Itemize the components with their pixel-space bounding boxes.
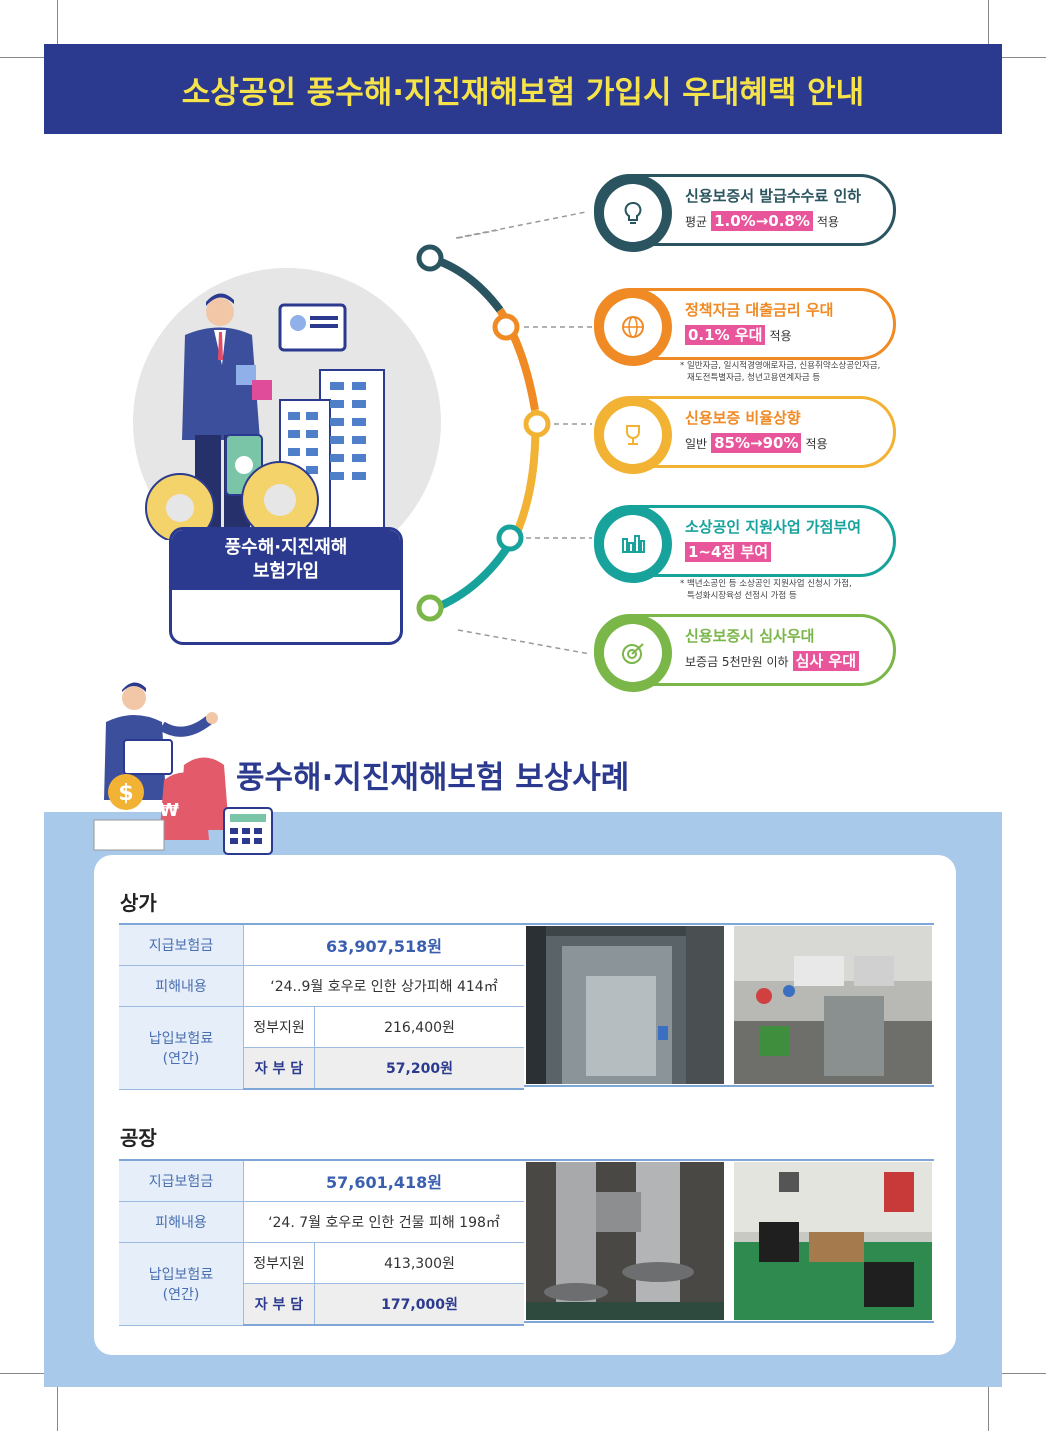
case-category: 공장 xyxy=(120,1126,157,1150)
label-line-2: 보험가입 xyxy=(252,561,320,582)
premium-label: 납입보험료(연간) xyxy=(119,1006,244,1090)
globe-icon xyxy=(622,316,644,338)
benefit-title: 신용보증시 심사우대 xyxy=(685,627,815,645)
benefit-title: 정책자금 대출금리 우대 xyxy=(685,301,834,319)
self-pay-amount: 57,200원 xyxy=(314,1047,524,1090)
target-icon xyxy=(622,643,644,664)
payout-amount: 63,907,518원 xyxy=(243,923,524,966)
benefit-prefix: 일반 xyxy=(685,436,708,451)
benefit-suffix: 적용 xyxy=(805,436,828,451)
section-title-cases: 풍수해·지진재해보험 보상사례 xyxy=(236,760,630,796)
benefit-note: * 백년소공인 등 소상공인 지원사업 신청시 가점, 특성화시장육성 선정시 … xyxy=(680,579,852,601)
benefit-highlight: 심사 우대 xyxy=(792,651,860,671)
header-banner: 소상공인 풍수해·지진재해보험 가입시 우대혜택 안내 xyxy=(44,44,1002,134)
gov-support-label: 정부지원 xyxy=(243,1242,315,1284)
benefit-highlight: 1~4점 부여 xyxy=(685,542,772,562)
damage-description: ‘24..9월 호우로 인한 상가피해 414㎡ xyxy=(243,965,524,1007)
gov-support-label: 정부지원 xyxy=(243,1006,315,1048)
benefit-title: 소상공인 지원사업 가점부여 xyxy=(685,518,862,536)
benefit-suffix: 적용 xyxy=(816,214,839,229)
benefit-title: 신용보증 비율상향 xyxy=(685,409,801,427)
damage-label: 피해내용 xyxy=(119,1201,244,1243)
benefit-highlight: 1.0%→0.8% xyxy=(711,211,813,231)
benefit-highlight: 85%→90% xyxy=(711,433,802,453)
photo-store-door xyxy=(526,926,724,1084)
benefit-prefix: 평균 xyxy=(685,214,708,229)
photo-store-interior xyxy=(734,926,932,1084)
insurance-label-box: 풍수해·지진재해 보험가입 xyxy=(169,527,403,645)
page-title: 소상공인 풍수해·지진재해보험 가입시 우대혜택 안내 xyxy=(181,74,865,111)
benefit-highlight: 0.1% 우대 xyxy=(685,325,766,345)
benefit-note: * 일반자금, 일시적경영애로자금, 신용취약소상공인자금, 재도전특별자금, … xyxy=(680,361,881,383)
photo-factory-pipes xyxy=(526,1162,724,1320)
won-sign: ₩ xyxy=(159,800,179,821)
benefit-card-bonus-points: 소상공인 지원사업 가점부여 1~4점 부여 xyxy=(594,505,896,583)
lightbulb-icon xyxy=(624,202,642,224)
premium-label: 납입보험료(연간) xyxy=(119,1242,244,1326)
self-pay-amount: 177,000원 xyxy=(314,1283,524,1326)
self-pay-label: 자 부 담 xyxy=(243,1283,315,1326)
benefit-title: 신용보증서 발급수수료 인하 xyxy=(685,187,862,205)
benefit-prefix: 보증금 5천만원 이하 xyxy=(685,654,789,669)
label-line-1: 풍수해·지진재해 xyxy=(224,537,348,558)
photo-factory-office xyxy=(734,1162,932,1320)
connector-top xyxy=(455,211,587,239)
presenter-illustration: $ ₩ xyxy=(93,682,273,855)
case-category: 상가 xyxy=(120,891,157,915)
payout-label: 지급보험금 xyxy=(119,923,244,966)
dollar-sign: $ xyxy=(118,781,133,806)
damage-description: ‘24. 7월 호우로 인한 건물 피해 198㎡ xyxy=(243,1201,524,1243)
businessman-illustration xyxy=(145,293,385,540)
bar-chart-icon xyxy=(622,535,645,553)
gov-support-amount: 216,400원 xyxy=(314,1006,524,1048)
self-pay-label: 자 부 담 xyxy=(243,1047,315,1090)
damage-label: 피해내용 xyxy=(119,965,244,1007)
insurance-label-header: 풍수해·지진재해 보험가입 xyxy=(172,530,400,590)
benefit-suffix: 적용 xyxy=(769,328,792,343)
gov-support-amount: 413,300원 xyxy=(314,1242,524,1284)
payout-label: 지급보험금 xyxy=(119,1159,244,1202)
benefit-arc xyxy=(416,230,592,655)
trophy-icon xyxy=(626,425,640,445)
payout-amount: 57,601,418원 xyxy=(243,1159,524,1202)
